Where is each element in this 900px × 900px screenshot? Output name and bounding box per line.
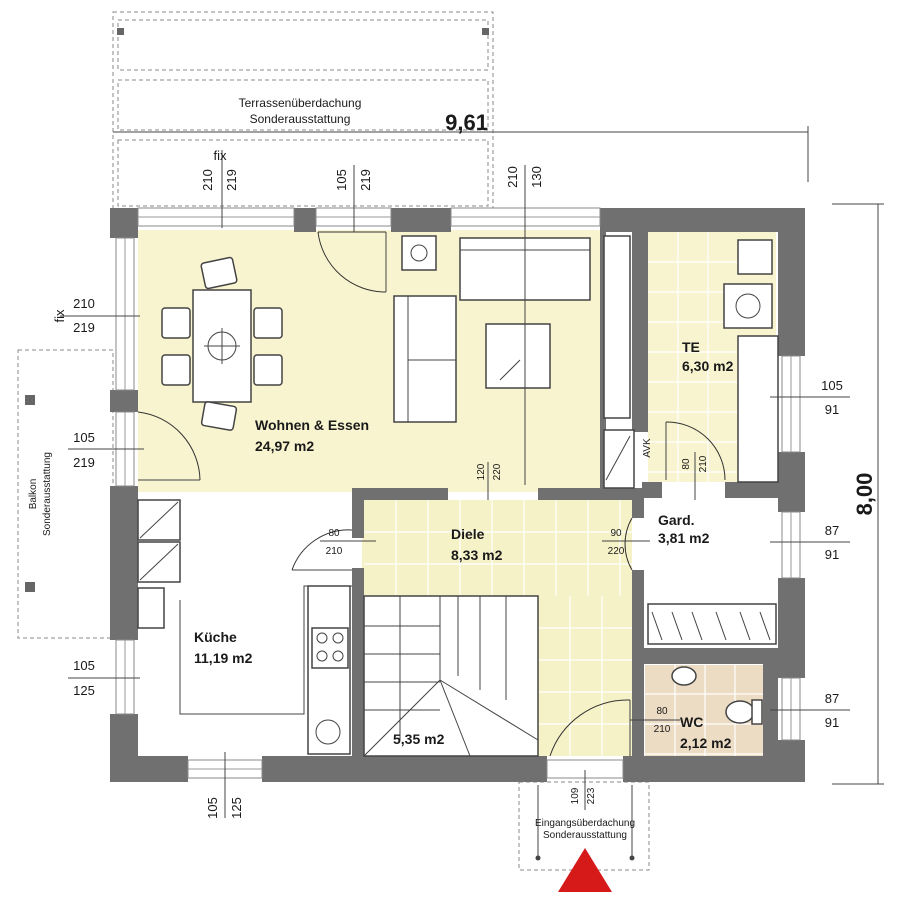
wardrobe — [647, 603, 777, 645]
dim-top-win1-w: 210 — [200, 169, 215, 191]
room-name-kueche: Küche — [194, 629, 237, 645]
room-name-diele: Diele — [451, 526, 485, 542]
entrance-arrow-icon — [558, 848, 612, 892]
kitchen-units — [137, 499, 352, 755]
dim-bottom-kitchen-h: 125 — [229, 797, 244, 819]
terrace-note-line2: Sonderausstattung — [250, 112, 351, 126]
room-name-te: TE — [682, 339, 700, 355]
dim-kitchen-door-w: 80 — [328, 528, 340, 539]
terrace-roof-outline — [112, 11, 494, 211]
room-area-gard: 3,81 m2 — [658, 530, 710, 546]
room-area-wohnen: 24,97 m2 — [255, 438, 314, 454]
dim-gard-door-h: 220 — [608, 546, 625, 557]
balcony-note-line1: Balkon — [28, 479, 39, 510]
balcony-note-line2: Sonderausstattung — [42, 452, 53, 536]
room-name-gard: Gard. — [658, 512, 695, 528]
dim-top-door1-w: 105 — [334, 169, 349, 191]
avk-label: AVK — [642, 438, 653, 458]
dim-right-te-w: 105 — [821, 378, 843, 393]
dim-right-wc-w: 87 — [825, 691, 839, 706]
dim-top-win2-w: 210 — [505, 166, 520, 188]
dim-left-win1-h: 219 — [73, 320, 95, 335]
overall-depth: 8,00 — [852, 473, 877, 516]
dim-right-gard-h: 91 — [825, 547, 839, 562]
dim-right-te-h: 91 — [825, 402, 839, 417]
dim-left-door-w: 105 — [73, 430, 95, 445]
dim-gard-door-w: 90 — [610, 528, 622, 539]
door-swings — [137, 231, 726, 757]
dim-left-kitchen-h: 125 — [73, 683, 95, 698]
dim-diele-top-w: 120 — [476, 463, 487, 480]
fix-label-top: fix — [214, 148, 228, 163]
entrance-note-line2: Sonderausstattung — [543, 830, 627, 841]
dim-kitchen-door-h: 210 — [326, 546, 343, 557]
dim-entrance-h: 223 — [586, 787, 597, 804]
dining-table — [161, 256, 283, 431]
dim-diele-top-h: 220 — [492, 463, 503, 480]
dim-entrance-w: 109 — [570, 787, 581, 804]
dim-left-kitchen-w: 105 — [73, 658, 95, 673]
terrace-note-line1: Terrassenüberdachung — [239, 96, 362, 110]
room-area-kueche: 11,19 m2 — [194, 650, 253, 666]
overall-width: 9,61 — [445, 110, 488, 135]
room-name-wohnen: Wohnen & Essen — [255, 417, 369, 433]
dim-top-win1-h: 219 — [224, 169, 239, 191]
shelf-unit — [603, 235, 635, 489]
dim-left-door-h: 219 — [73, 455, 95, 470]
fix-label-left: fix — [52, 309, 67, 323]
dim-top-door1-h: 219 — [358, 169, 373, 191]
dim-top-win2-h: 130 — [529, 166, 544, 188]
room-name-wc: WC — [680, 714, 703, 730]
room-area-wc: 2,12 m2 — [680, 735, 732, 751]
room-area-stair: 5,35 m2 — [393, 731, 445, 747]
entrance-note-line1: Eingangsüberdachung — [535, 818, 635, 829]
dim-wc-door-w: 80 — [656, 706, 668, 717]
bath-fixtures — [723, 239, 779, 483]
room-area-te: 6,30 m2 — [682, 358, 734, 374]
wc-fixtures — [671, 666, 763, 725]
tile-grid — [364, 232, 776, 756]
fireplace-stove — [401, 235, 437, 271]
dim-right-gard-w: 87 — [825, 523, 839, 538]
dim-te-door-w: 80 — [681, 458, 692, 470]
walls — [110, 208, 805, 782]
staircase — [363, 595, 539, 757]
dim-wc-door-h: 210 — [654, 724, 671, 735]
dim-te-door-h: 210 — [698, 455, 709, 472]
dim-bottom-kitchen-w: 105 — [205, 797, 220, 819]
dim-right-wc-h: 91 — [825, 715, 839, 730]
room-area-diele: 8,33 m2 — [451, 547, 503, 563]
dim-left-win1-w: 210 — [73, 296, 95, 311]
dimension-lines — [60, 126, 884, 818]
